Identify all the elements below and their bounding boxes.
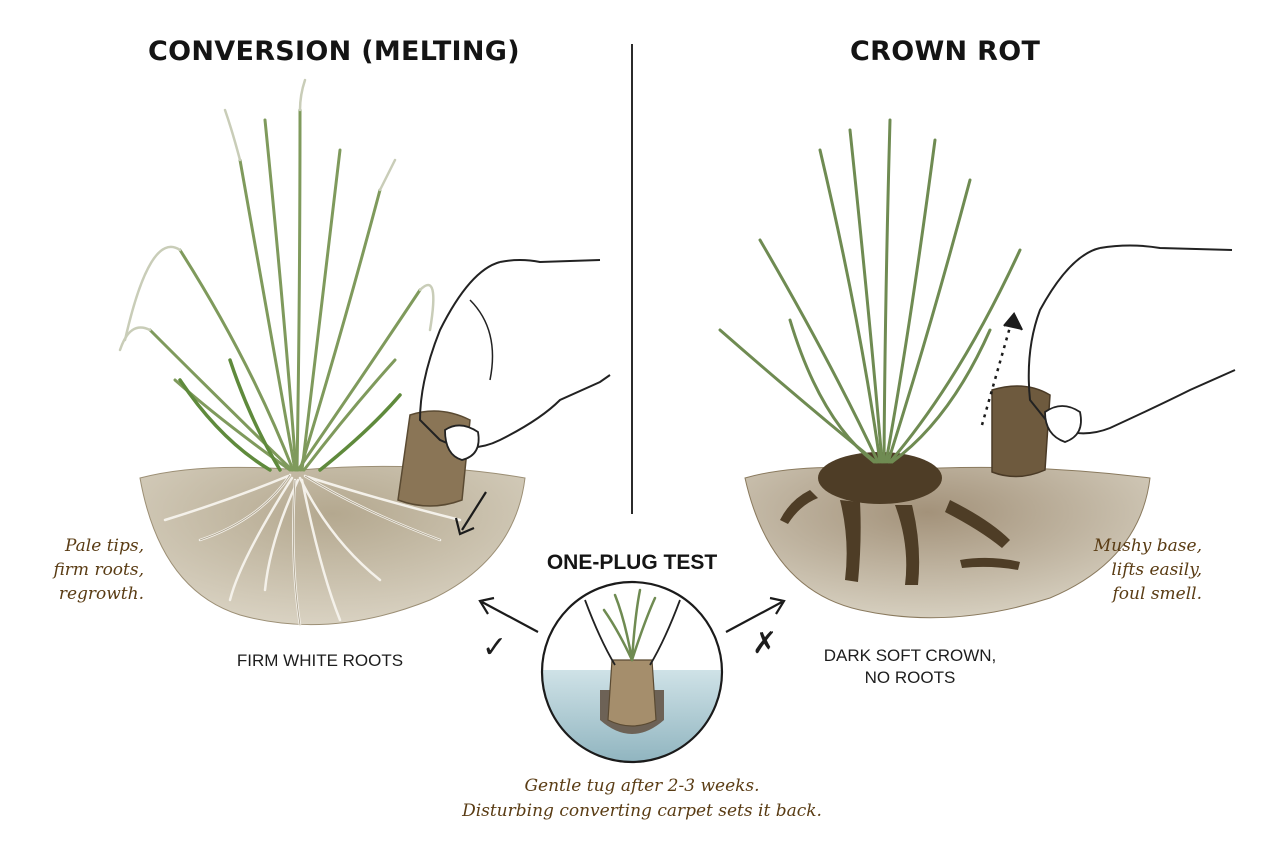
right-rot-crown [780,452,1020,585]
test-illustration [540,580,724,764]
right-title: CROWN ROT [850,36,1041,67]
right-plug [991,385,1051,478]
right-caption: DARK SOFT CROWN, NO ROOTS [823,646,997,687]
panel-divider [631,44,633,514]
left-caption: FIRM WHITE ROOTS [236,651,404,670]
right-hand [1027,247,1236,435]
test-title: ONE-PLUG TEST [546,551,718,574]
left-grass [118,78,435,472]
right-grass [718,118,1022,464]
cross-mark-icon: ✗ [752,626,778,661]
check-mark-icon: ✓ [482,630,508,665]
arrow-to-left [481,601,539,633]
right-note: Mushy base, lifts easily, foul smell. [1093,536,1202,604]
test-note: Gentle tug after 2-3 weeks. Disturbing c… [462,776,822,821]
left-hand [418,261,611,449]
left-title: CONVERSION (MELTING) [148,36,520,67]
left-note: Pale tips, firm roots, regrowth. [53,536,144,604]
arrow-to-right [725,601,783,633]
